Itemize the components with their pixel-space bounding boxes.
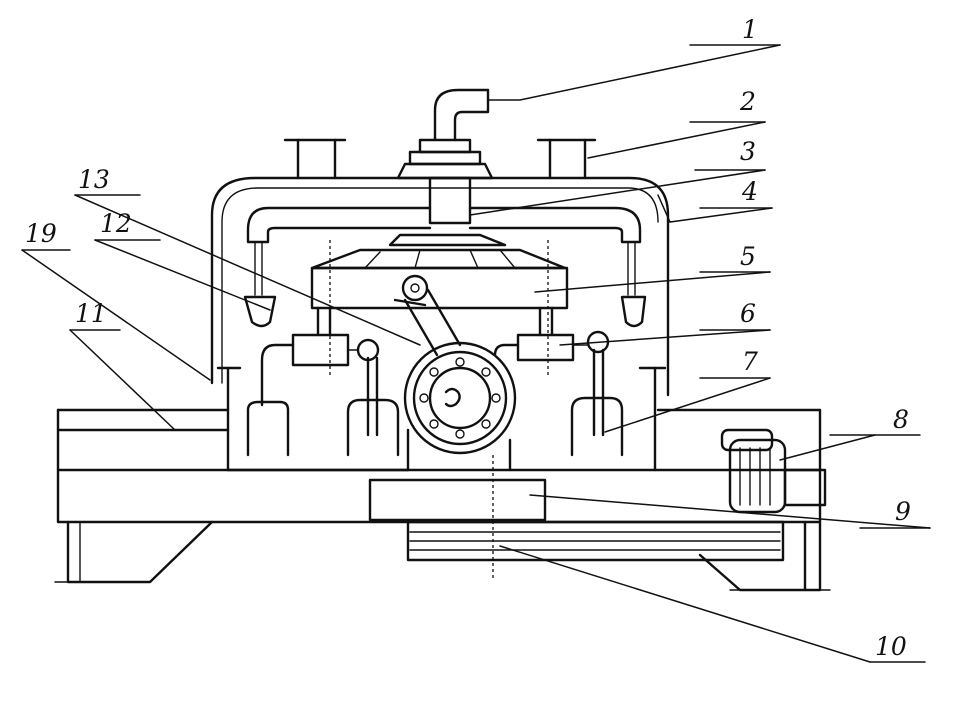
crank-link (393, 274, 462, 357)
callout-12: 12 (100, 209, 132, 238)
chambers (246, 348, 624, 457)
callout-4: 4 (741, 177, 758, 206)
callout-labels: 1 2 3 4 5 6 7 8 9 10 11 12 13 19 (25, 15, 911, 661)
callout-19: 19 (25, 219, 57, 248)
callout-8: 8 (893, 405, 909, 434)
base-frame (54, 408, 831, 592)
top-flanges (283, 138, 597, 180)
callout-10: 10 (875, 632, 907, 661)
callout-6: 6 (740, 299, 756, 328)
callout-9: 9 (895, 497, 911, 526)
callout-3: 3 (740, 137, 756, 166)
inlet-pipe (396, 88, 494, 225)
valve-blocks (260, 306, 610, 407)
bearing-wheel (403, 341, 517, 455)
callout-7: 7 (742, 347, 758, 376)
motor (720, 428, 827, 514)
nozzles (243, 295, 647, 328)
leader-lines (21, 44, 931, 663)
distribution-arms (246, 206, 642, 296)
callout-11: 11 (75, 299, 107, 328)
rotor-disc (310, 233, 569, 375)
callout-13: 13 (78, 165, 110, 194)
callout-5: 5 (740, 242, 756, 271)
callout-2: 2 (739, 87, 756, 116)
callout-1: 1 (742, 15, 758, 44)
drive-plate (368, 478, 785, 562)
